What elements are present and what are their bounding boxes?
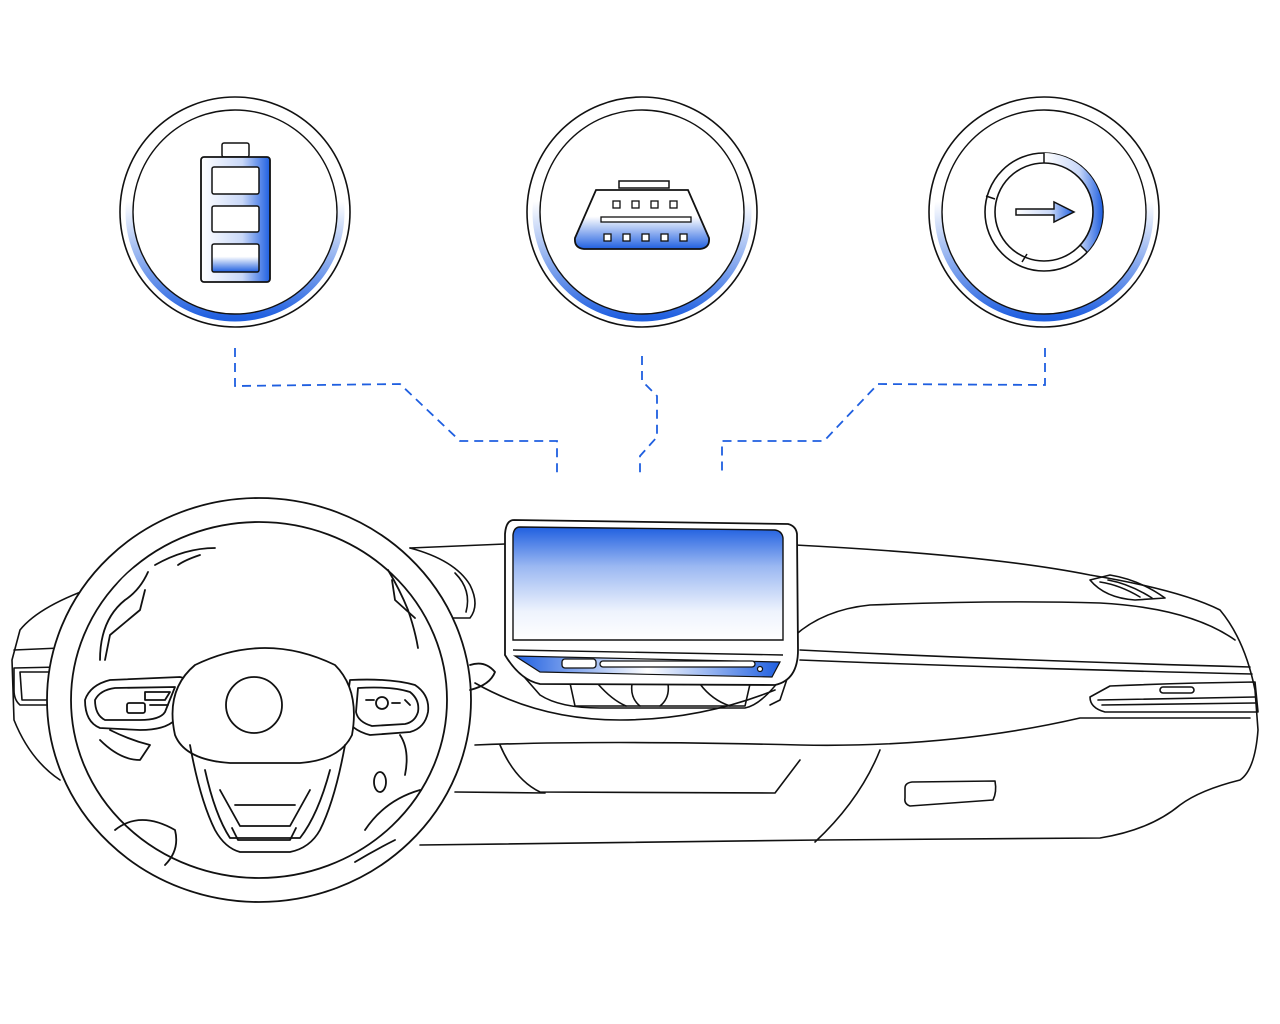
connector-obd	[639, 356, 658, 473]
connector-progress	[721, 348, 1046, 473]
connector-battery	[234, 348, 558, 473]
connector-lines	[234, 348, 1046, 473]
steering-wheel	[46, 497, 496, 903]
battery-circle	[119, 96, 351, 328]
infotainment-screen	[504, 519, 799, 686]
progress-arrow-icon	[984, 152, 1104, 272]
progress-circle	[928, 96, 1160, 328]
obd-port-circle	[526, 96, 758, 328]
battery-icon	[200, 142, 271, 283]
obd-port-icon	[574, 180, 710, 250]
